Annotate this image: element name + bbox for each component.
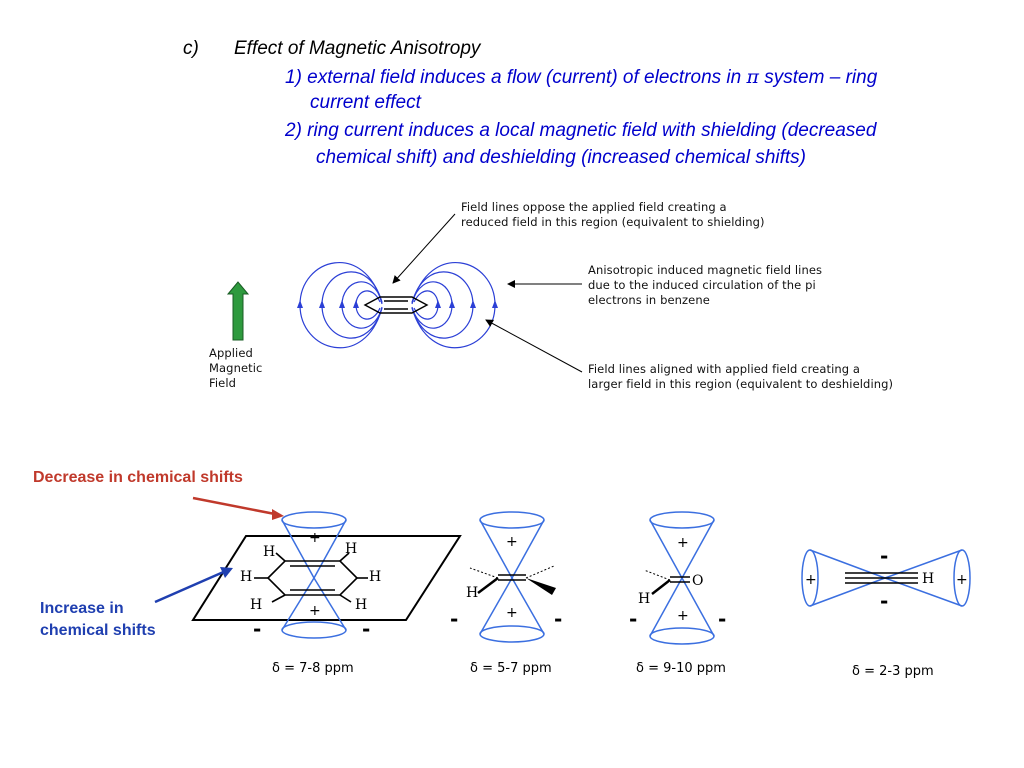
increase-label-line2: chemical shifts <box>40 622 156 639</box>
anisotropic-note-line2: due to the induced circulation of the pi <box>588 278 816 292</box>
shift-alkene: δ = 5-7 ppm <box>470 661 552 676</box>
plus-sign: + <box>677 608 689 624</box>
h-atom: H <box>355 597 367 613</box>
point-1: 1) external field induces a flow (curren… <box>285 64 877 91</box>
plus-sign: + <box>677 535 689 551</box>
plus-sign: + <box>805 572 817 588</box>
shift-benzene: δ = 7-8 ppm <box>272 661 354 676</box>
leader-arrows <box>392 213 583 373</box>
plus-sign: + <box>506 605 518 621</box>
aldehyde-anisotropy <box>643 511 715 645</box>
minus-sign: - <box>629 607 637 631</box>
decrease-shift-label: Decrease in chemical shifts <box>33 469 243 486</box>
h-atom: H <box>263 544 275 560</box>
applied-label-line1: Applied <box>209 346 253 360</box>
plus-sign: + <box>309 530 321 546</box>
anisotropic-note-line3: electrons in benzene <box>588 293 710 307</box>
increase-shift-label: Increase in chemical shifts <box>40 598 156 642</box>
h-atom: H <box>369 569 381 585</box>
benzene-anisotropy <box>154 496 462 639</box>
heading-marker: c) <box>183 38 199 59</box>
h-atom: H <box>345 541 357 557</box>
point-2: 2) ring current induces a local magnetic… <box>285 120 877 141</box>
heading-title: Effect of Magnetic Anisotropy <box>234 38 481 59</box>
field-line-arrows <box>297 300 498 308</box>
applied-label-line3: Field <box>209 376 237 390</box>
h-atom: H <box>466 585 478 601</box>
plus-sign: + <box>506 534 518 550</box>
minus-sign: - <box>718 607 726 631</box>
minus-sign: - <box>880 589 888 613</box>
point-1-text-a: 1) external field induces a flow (curren… <box>285 67 742 88</box>
alkyne-anisotropy <box>801 549 971 607</box>
plus-sign: + <box>309 603 321 619</box>
h-atom: H <box>922 571 934 587</box>
applied-field-arrow-icon <box>226 281 250 341</box>
applied-field-label: Applied Magnetic Field <box>209 346 262 391</box>
minus-sign: - <box>253 617 261 641</box>
deshielding-note: Field lines aligned with applied field c… <box>588 362 893 392</box>
point-2-continued: chemical shift) and deshielding (increas… <box>316 147 807 168</box>
minus-sign: - <box>554 607 562 631</box>
minus-sign: - <box>450 607 458 631</box>
h-atom: H <box>638 591 650 607</box>
point-1-text-b: system – ring <box>764 67 878 88</box>
minus-sign: - <box>880 544 888 568</box>
increase-label-line1: Increase in <box>40 600 124 617</box>
pi-symbol: π <box>746 66 760 88</box>
benzene-edge-icon <box>363 296 429 314</box>
shift-alkyne: δ = 2-3 ppm <box>852 664 934 679</box>
shift-aldehyde: δ = 9-10 ppm <box>636 661 726 676</box>
shielding-note: Field lines oppose the applied field cre… <box>461 200 765 230</box>
h-atom: H <box>250 597 262 613</box>
deshielding-note-line2: larger field in this region (equivalent … <box>588 377 894 391</box>
shielding-note-line1: Field lines oppose the applied field cre… <box>461 200 727 214</box>
anisotropic-note: Anisotropic induced magnetic field lines… <box>588 263 822 308</box>
alkene-anisotropy <box>469 511 556 643</box>
plus-sign: + <box>956 572 968 588</box>
h-atom: H <box>240 569 252 585</box>
deshielding-note-line1: Field lines aligned with applied field c… <box>588 362 861 376</box>
applied-label-line2: Magnetic <box>209 361 263 375</box>
anisotropic-note-line1: Anisotropic induced magnetic field lines <box>588 263 823 277</box>
o-atom: O <box>692 573 703 589</box>
point-1-continued: current effect <box>310 92 421 113</box>
minus-sign: - <box>362 617 370 641</box>
shielding-note-line2: reduced field in this region (equivalent… <box>461 215 765 229</box>
